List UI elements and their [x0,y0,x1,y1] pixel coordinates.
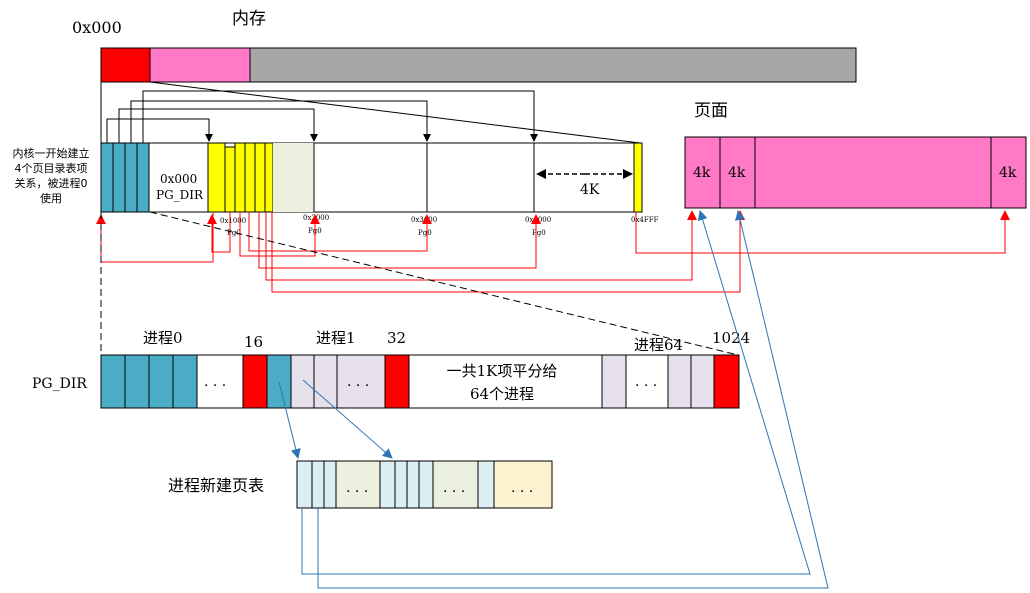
page-size-label: 4k [728,165,746,181]
kernel-dir-entry [124,142,138,213]
svg-text:使用: 使用 [40,192,62,205]
new-table-entry [477,460,495,509]
mark-1024: 1024 [712,329,750,347]
pgdir-block-addr: 0x000 [160,172,197,186]
page-end-marker [633,142,643,213]
kernel-dir-entry [112,142,126,213]
dir-entry-boundary [384,354,410,409]
pages-title: 页面 [694,101,728,121]
mark-16: 16 [244,333,263,351]
page-table-entry [234,142,246,213]
dir-note: 64个进程 [470,385,534,403]
addr-1000: 0x1000 [220,217,246,225]
dir-entry-boundary [242,354,268,409]
pgdir-block-name: PG_DIR [156,188,204,202]
memory-title: 内存 [232,9,266,29]
svg-text:内核一开始建立: 内核一开始建立 [13,146,90,160]
addr-4000: 0x4000 [525,216,551,224]
blue-mapping-arrows [278,210,829,589]
new-table [296,460,553,509]
pg-label: Pg0 [532,229,546,237]
memory-buffer-segment [149,47,251,83]
kernel-dir-entries [100,142,150,213]
memory-kernel-segment [100,47,151,83]
mark-32: 32 [387,329,406,347]
kernel-dir-entry [136,142,150,213]
new-table-entry [406,460,420,509]
kernel-note: 内核一开始建立 4个页目录表项 关系，被进程0 使用 [13,146,90,205]
dir-ellipsis: . . . [635,374,657,390]
memory-rest-segment [249,47,857,83]
page-size-label: 4k [693,165,711,181]
proc1-label: 进程1 [316,329,356,347]
page-frame [990,136,1027,209]
new-table-entry [379,460,396,509]
new-table-entry [418,460,434,509]
new-table-entry [323,460,337,509]
dir-entry [336,354,386,409]
new-table-entry [394,460,408,509]
pg-label: Pg0 [418,229,432,237]
dir-entry [100,354,126,409]
dir-entry [667,354,692,409]
new-table-entry [296,460,313,509]
zoom-line-right [149,81,641,144]
dir-entry-boundary [713,354,740,409]
dir-entry [266,354,292,409]
proc64-label: 进程64 [634,336,683,354]
addr-3000: 0x3000 [411,216,437,224]
kernel-dir-entry [100,142,114,213]
dir-row-entries [100,354,740,409]
dir-entry [290,354,315,409]
page-table-free-area [273,143,314,212]
dir-ellipsis: . . . [204,374,226,390]
page-table-entries [207,142,274,213]
dir-entry [148,354,174,409]
dir-entry [196,354,244,409]
page-table-entry [224,146,236,213]
pages-bar [684,136,1027,209]
page-table-entry [244,142,256,213]
page-size-label: 4k [999,165,1017,181]
new-table-entry [493,460,553,509]
dir-to-table-arrows [106,90,538,143]
addr-4fff: 0x4FFF [631,216,659,224]
page-frame [719,136,756,209]
memory-addr-label: 0x000 [72,18,122,37]
dir-entry [172,354,198,409]
dir-entry [690,354,715,409]
dir-zoom-line-right [149,211,739,356]
new-table-ellipsis: . . . [443,480,465,496]
new-table-entry [335,460,381,509]
page-table-entry [207,142,226,213]
dir-row-label: PG_DIR [32,376,87,392]
dir-note: 一共1K项平分给 [447,362,558,380]
svg-text:4个页目录表项: 4个页目录表项 [15,161,88,175]
dir-ellipsis: . . . [347,374,369,390]
dir-entry [124,354,150,409]
memory-bar [100,47,857,83]
dir-entry [601,354,627,409]
page-table-entry [264,142,274,213]
svg-text:关系，被进程0: 关系，被进程0 [15,176,88,190]
span-label: 4K [580,182,600,198]
pg-label: Pg0 [227,229,241,237]
new-table-entry [432,460,479,509]
new-table-label: 进程新建页表 [168,476,264,495]
new-table-entry [311,460,325,509]
page-table-entry [254,142,266,213]
page-frame [684,136,721,209]
new-table-ellipsis: . . . [346,480,368,496]
addr-2000: 0x2000 [303,214,329,222]
new-table-ellipsis: . . . [511,480,533,496]
proc0-label: 进程0 [143,329,183,347]
